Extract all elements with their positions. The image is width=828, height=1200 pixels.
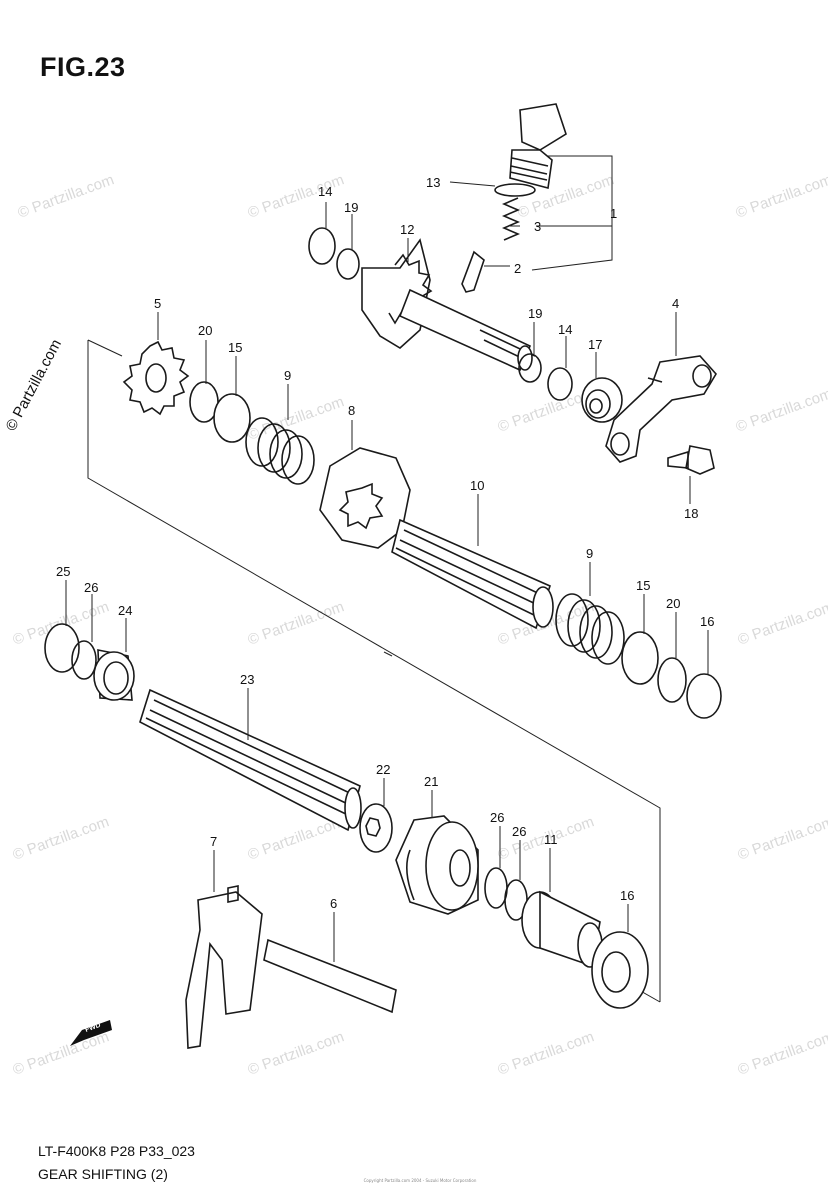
label-part-19: 19 — [344, 200, 358, 215]
watermark: © Partzilla.com — [734, 385, 828, 436]
label-part-15: 15 — [636, 578, 650, 593]
label-part-8: 8 — [348, 403, 355, 418]
part-7-shift-fork — [185, 885, 263, 1049]
watermark: © Partzilla.com — [496, 1028, 597, 1079]
part-labels: 1 3 2 13 14 19 12 19 14 17 4 18 5 20 15 … — [56, 175, 714, 911]
label-part-22: 22 — [376, 762, 390, 777]
part-6-pin — [263, 938, 397, 1014]
label-part-25: 25 — [56, 564, 70, 579]
part-11-sleeve — [521, 890, 603, 968]
label-part-26: 26 — [490, 810, 504, 825]
part-3-spring — [501, 197, 521, 241]
label-part-21: 21 — [424, 774, 438, 789]
label-part-12: 12 — [400, 222, 414, 237]
part-21-drum — [395, 815, 479, 915]
section-title: GEAR SHIFTING (2) — [38, 1166, 168, 1182]
label-part-15: 15 — [228, 340, 242, 355]
part-20-clip — [657, 657, 687, 703]
label-part-1: 1 — [610, 206, 617, 221]
part-16-washer-hole — [601, 951, 631, 993]
part-23-shaft — [139, 688, 362, 832]
label-part-7: 7 — [210, 834, 217, 849]
watermark: © Partzilla.com — [246, 598, 347, 649]
label-part-16: 16 — [620, 888, 634, 903]
part-24-collar — [93, 649, 135, 701]
label-part-2: 2 — [514, 261, 521, 276]
part-15-washer — [213, 393, 251, 443]
copyright-note: Copyright Partzilla.com 2004 - Suzuki Mo… — [363, 1178, 477, 1183]
part-16-washer — [686, 673, 722, 719]
label-part-6: 6 — [330, 896, 337, 911]
part-9-spring — [245, 417, 315, 485]
watermark: © Partzilla.com — [16, 171, 117, 222]
part-15-washer — [621, 631, 659, 685]
label-part-10: 10 — [470, 478, 484, 493]
watermark: © Partzilla.com — [496, 385, 597, 436]
label-part-14: 14 — [558, 322, 572, 337]
part-25-washer — [44, 623, 80, 673]
part-12-shift-shaft — [361, 238, 536, 372]
label-part-4: 4 — [672, 296, 679, 311]
part-17-bearing — [581, 377, 623, 423]
watermark: © Partzilla.com — [736, 1028, 828, 1079]
label-part-26: 26 — [512, 824, 526, 839]
label-part-23: 23 — [240, 672, 254, 687]
part-9-spring — [555, 593, 625, 665]
watermark: © Partzilla.com — [3, 337, 65, 434]
watermark: © Partzilla.com — [736, 813, 828, 864]
label-part-9: 9 — [284, 368, 291, 383]
watermark: © Partzilla.com — [734, 171, 828, 222]
part-26-clip — [484, 867, 508, 909]
watermark: © Partzilla.com — [11, 813, 112, 864]
label-part-9: 9 — [586, 546, 593, 561]
model-code: LT-F400K8 P28 P33_023 — [38, 1143, 195, 1159]
part-5-gear — [122, 340, 190, 416]
label-part-3: 3 — [534, 219, 541, 234]
part-18-bolt — [667, 445, 715, 475]
label-part-20: 20 — [666, 596, 680, 611]
part-10-shaft — [391, 518, 554, 630]
fwd-arrow-icon: FWD — [70, 1020, 112, 1046]
label-part-20: 20 — [198, 323, 212, 338]
label-part-17: 17 — [588, 337, 602, 352]
watermark: © Partzilla.com — [736, 598, 828, 649]
label-part-16: 16 — [700, 614, 714, 629]
label-part-19: 19 — [528, 306, 542, 321]
assembly-outline-top — [87, 339, 123, 357]
label-part-11: 11 — [544, 832, 558, 847]
label-part-26: 26 — [84, 580, 98, 595]
watermark: © Partzilla.com — [516, 171, 617, 222]
part-14-washer — [547, 367, 573, 401]
part-26-clip — [71, 640, 97, 680]
part-2-pin — [461, 250, 485, 293]
outline-tick — [383, 651, 393, 657]
part-14-washer — [308, 227, 336, 265]
label-part-18: 18 — [684, 506, 698, 521]
watermark: © Partzilla.com — [246, 1028, 347, 1079]
part-19-clip — [336, 248, 360, 280]
part-1-bolt — [509, 103, 567, 190]
watermark: © Partzilla.com — [11, 1028, 112, 1079]
label-part-14: 14 — [318, 184, 332, 199]
part-22-ring — [359, 803, 393, 853]
part-13-washer — [494, 183, 536, 197]
part-19-clip — [518, 353, 542, 383]
leader-lines — [65, 155, 709, 962]
assembly-outline — [87, 340, 661, 1002]
label-part-5: 5 — [154, 296, 161, 311]
figure-title: FIG.23 — [40, 52, 126, 82]
part-16-washer — [591, 931, 649, 1009]
label-part-13: 13 — [426, 175, 440, 190]
part-4-shift-arm — [605, 355, 717, 463]
label-part-24: 24 — [118, 603, 132, 618]
